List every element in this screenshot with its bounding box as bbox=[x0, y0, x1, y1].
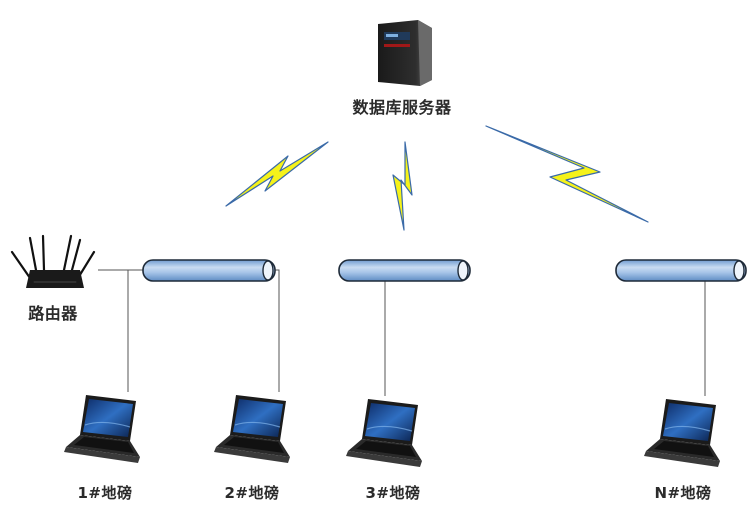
lightning-bolt-right-icon bbox=[485, 125, 649, 223]
server-label: 数据库服务器 bbox=[352, 98, 452, 117]
bus-cable-2 bbox=[338, 259, 471, 282]
server-tower-icon bbox=[378, 20, 432, 86]
laptop-3-icon bbox=[345, 398, 423, 468]
station-1-label: 1#地磅 bbox=[77, 484, 133, 502]
laptop-2-icon bbox=[213, 394, 291, 464]
station2-drop bbox=[274, 269, 280, 392]
station-3-label: 3#地磅 bbox=[365, 484, 421, 502]
station-N-label: N#地磅 bbox=[654, 484, 712, 502]
lightning-bolt-left-icon bbox=[225, 141, 329, 207]
laptop-1-icon bbox=[63, 394, 141, 464]
router-label: 路由器 bbox=[28, 304, 78, 323]
wifi-router-icon bbox=[10, 234, 96, 288]
lightning-bolt-center-icon bbox=[392, 141, 413, 231]
station-2-label: 2#地磅 bbox=[224, 484, 280, 502]
bus-cable-3 bbox=[615, 259, 747, 282]
bus-cable-1 bbox=[142, 259, 276, 282]
laptop-N-icon bbox=[643, 398, 721, 468]
wires bbox=[98, 269, 706, 396]
